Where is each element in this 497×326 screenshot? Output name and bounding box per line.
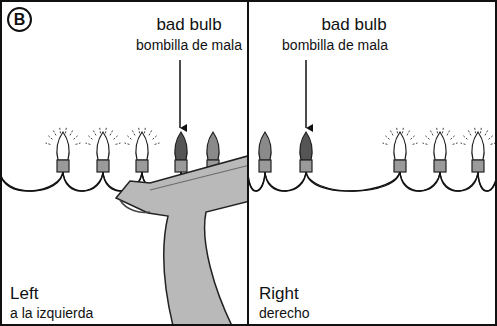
- bulb-socket: [136, 160, 148, 172]
- callout-label: bad bulb: [156, 16, 221, 35]
- lit-bulb: [136, 132, 148, 160]
- light-ray: [463, 136, 467, 139]
- light-ray: [411, 136, 415, 139]
- light-ray: [453, 143, 458, 144]
- light-ray: [99, 127, 101, 133]
- light-ray: [88, 136, 92, 139]
- light-ray: [105, 127, 107, 133]
- callout-label: bombilla de mala: [282, 38, 388, 53]
- leader-arrow: [305, 60, 307, 128]
- light-ray: [451, 136, 455, 139]
- lit-bulb: [97, 132, 109, 160]
- light-ray: [74, 136, 78, 139]
- light-ray: [155, 143, 160, 144]
- light-ray: [86, 143, 91, 144]
- light-ray: [59, 127, 61, 133]
- bulb-socket: [175, 160, 187, 172]
- light-ray: [116, 143, 121, 144]
- light-ray: [65, 127, 67, 133]
- panel: bad bulb bombilla de malaLeft a la izquier…: [0, 0, 249, 326]
- bad-bulb: [207, 132, 219, 160]
- leader-arrow: [179, 60, 181, 128]
- bulb-socket: [434, 160, 446, 172]
- light-ray: [93, 130, 96, 135]
- light-ray: [480, 127, 482, 133]
- light-ray: [114, 136, 118, 139]
- light-ray: [153, 136, 157, 139]
- light-ray: [425, 136, 429, 139]
- light-ray: [53, 130, 56, 135]
- wire: [248, 170, 497, 191]
- light-ray: [390, 130, 393, 135]
- step-letter: B: [14, 12, 26, 28]
- bulb-row: [46, 127, 496, 172]
- bad-bulb: [175, 132, 187, 160]
- light-ray: [385, 136, 389, 139]
- panel: bad bulb bombilla de malaRight derecho: [247, 0, 497, 326]
- bad-bulb: [300, 132, 312, 160]
- bulb-socket: [472, 160, 484, 172]
- side-label: a la izquierda: [10, 306, 93, 321]
- light-ray: [491, 143, 496, 144]
- light-ray: [132, 130, 135, 135]
- light-ray: [436, 127, 438, 133]
- bulb-socket: [259, 160, 271, 172]
- light-ray: [447, 130, 450, 135]
- side-label: Left: [10, 285, 38, 304]
- lit-bulb: [57, 132, 69, 160]
- wire-group: [248, 170, 497, 191]
- light-ray: [76, 143, 81, 144]
- callout-label: bombilla de mala: [136, 38, 242, 53]
- lit-bulb: [472, 132, 484, 160]
- light-ray: [442, 127, 444, 133]
- bulb-socket: [57, 160, 69, 172]
- light-ray: [383, 143, 388, 144]
- callout-label: bad bulb: [321, 16, 386, 35]
- light-ray: [402, 127, 404, 133]
- light-ray: [485, 130, 488, 135]
- light-ray: [396, 127, 398, 133]
- light-ray: [474, 127, 476, 133]
- light-ray: [407, 130, 410, 135]
- bulb-socket: [97, 160, 109, 172]
- bulb-socket: [394, 160, 406, 172]
- light-ray: [48, 136, 52, 139]
- bad-bulb: [259, 132, 271, 160]
- light-ray: [468, 130, 471, 135]
- light-ray: [125, 143, 130, 144]
- wire: [248, 170, 497, 191]
- lit-bulb: [434, 132, 446, 160]
- light-ray: [138, 127, 140, 133]
- bulb-socket: [300, 160, 312, 172]
- light-ray: [423, 143, 428, 144]
- light-ray: [413, 143, 418, 144]
- light-ray: [430, 130, 433, 135]
- light-ray: [127, 136, 131, 139]
- side-label: Right: [259, 285, 299, 304]
- light-ray: [46, 143, 51, 144]
- light-ray: [110, 130, 113, 135]
- light-ray: [149, 130, 152, 135]
- light-ray: [461, 143, 466, 144]
- tester-tool: [116, 152, 248, 326]
- lit-bulb: [394, 132, 406, 160]
- light-ray: [70, 130, 73, 135]
- light-ray: [144, 127, 146, 133]
- light-ray: [489, 136, 493, 139]
- step-badge: B: [7, 7, 32, 32]
- side-label: derecho: [259, 306, 310, 321]
